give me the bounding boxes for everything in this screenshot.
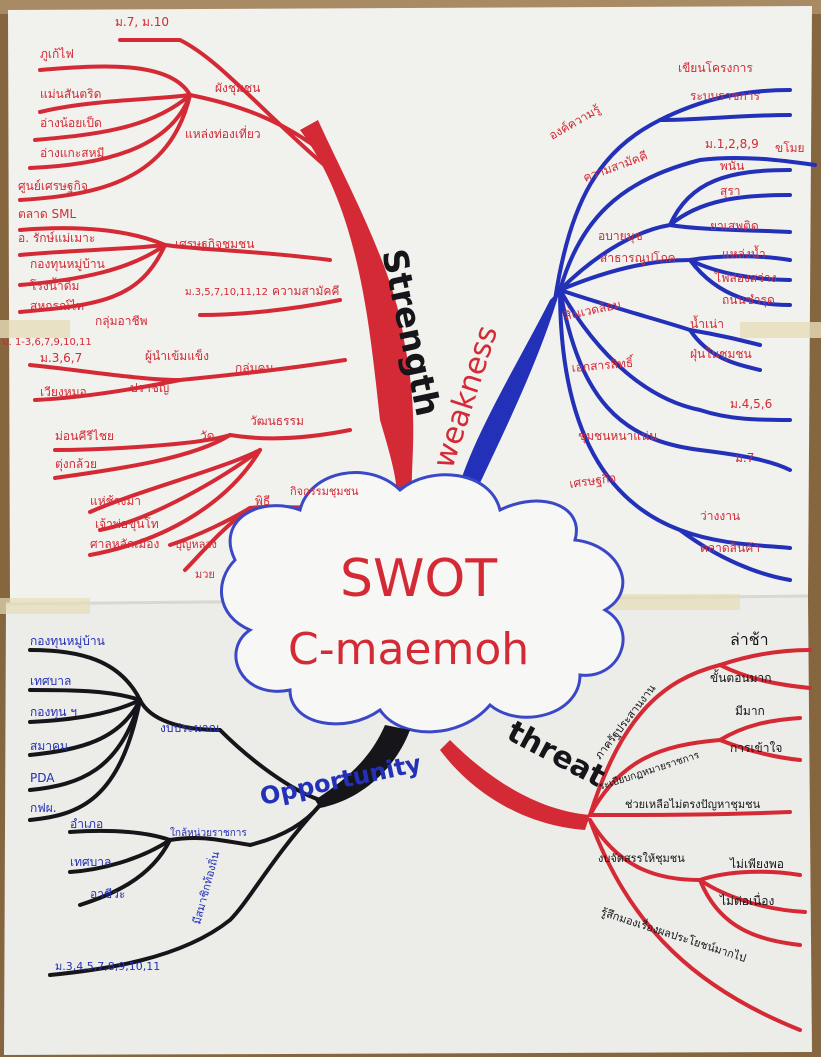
weakness-label: ตลาดสินค้า — [700, 541, 760, 555]
opportunity-label: กฟผ. — [30, 801, 57, 815]
weakness-label: พนัน — [720, 159, 744, 173]
opportunity-label: เทศบาล — [70, 855, 111, 869]
swot-title: SWOT — [340, 549, 497, 609]
weakness-label: ม.7 — [735, 451, 754, 465]
opportunity-label: เทศบาล — [30, 674, 71, 688]
strength-label: ม.3,5,7,10,11,12 — [185, 287, 268, 298]
threat-label: มีมาก — [735, 704, 765, 718]
tape-bottom-right — [600, 594, 740, 610]
strength-label: โรงน้ำดื่ม — [30, 277, 79, 293]
strength-label: อ่างน้อยเป็ด — [40, 115, 102, 130]
strength-label: เศรษฐกิจชุมชน — [175, 237, 254, 252]
strength-label: ตลาด SML — [18, 207, 76, 221]
threat-label: ช่วยเหลือไม่ตรงปัญหาชุมชน — [625, 798, 761, 811]
strength-label: วัฒนธรรม — [250, 414, 304, 428]
weakness-label: ถนนชำรุด — [722, 293, 775, 308]
opportunity-label: PDA — [30, 771, 55, 785]
strength-label: สหกรณ์ไท — [30, 299, 84, 313]
weakness-label: สุรา — [720, 184, 741, 199]
strength-label: มวย — [195, 568, 215, 581]
strength-label: อ่างแกะสหมี — [40, 146, 104, 160]
tape-bottom-left — [0, 598, 90, 614]
strength-label: แหล่งท่องเที่ยว — [185, 125, 261, 141]
strength-label: ม.7, ม.10 — [115, 15, 169, 29]
weakness-label: แหล่งน้ำ — [722, 245, 766, 261]
strength-label: บุญหลวง — [175, 538, 217, 551]
strength-label: วัด — [200, 429, 215, 443]
strength-label: ผู้นำเข้มแข็ง — [145, 348, 209, 364]
opportunity-label: ใกล้หน่วยราชการ — [170, 827, 247, 839]
strength-label: ม.3,6,7 — [40, 351, 82, 365]
tape-right — [740, 322, 821, 338]
strength-label: ตุ่งกล้วย — [55, 457, 97, 472]
strength-label: ปราชญ์ — [130, 381, 169, 395]
threat-label: ไม่ต่อเนื่อง — [719, 892, 774, 908]
strength-label: กลุ่มคน — [235, 361, 274, 376]
tape-left — [0, 320, 70, 338]
threat-label: ล่าช้า — [730, 630, 769, 649]
weakness-label: ม.4,5,6 — [730, 397, 772, 411]
opportunity-label: ม.3,4,5,7,8,9,10,11 — [55, 960, 160, 973]
weakness-label: อบายมุข — [598, 229, 643, 244]
swot-subtitle: C-maemoh — [288, 624, 529, 675]
strength-label: เวียงหมอ — [40, 385, 87, 399]
strength-label: เจ้าพ่อขุนโท — [95, 517, 159, 532]
threat-label: การเข้าใจ — [730, 741, 782, 755]
strength-label: ศูนย์เศรษฐกิจ — [18, 179, 88, 194]
opportunity-label: อำเภอ — [70, 817, 103, 831]
opportunity-label: กองทุน ฯ — [30, 705, 77, 720]
strength-label: ภูเก้ไฟ — [40, 47, 74, 62]
strength-label: แม่นสันตริด — [40, 87, 101, 101]
weakness-label: ม.1,2,8,9 — [705, 137, 759, 151]
threat-label: งบจัดสรรให้ชุมชน — [598, 852, 685, 865]
opportunity-label: กองทุนหมู่บ้าน — [30, 634, 105, 649]
weakness-label: ยาเสพติด — [710, 219, 759, 233]
opportunity-label: งบประมาณ — [160, 721, 220, 735]
strength-label: อ. รักษ์แม่เมาะ — [18, 231, 95, 245]
strength-label: ความสามัคคี — [272, 284, 339, 298]
opportunity-label: อาชีวะ — [90, 887, 125, 901]
strength-label: กองทุนหมู่บ้าน — [30, 257, 105, 272]
strength-label: ม่อนคีรีไชย — [55, 429, 114, 443]
weakness-label: ว่างงาน — [700, 509, 740, 523]
strength-label: ม. 1-3,6,7,9,10,11 — [2, 337, 92, 348]
weakness-label: สาธารณูปโภค — [600, 251, 676, 266]
threat-label: ขั้นตอนมาก — [710, 669, 772, 685]
weakness-label: ไฟส่องสว่าง — [714, 271, 777, 285]
weakness-label: เขียนโครงการ — [678, 61, 753, 75]
weakness-label: ระบบราชการ — [690, 89, 760, 103]
opportunity-label: สมาคม — [30, 739, 68, 753]
strength-label: กิจกรรมชุมชน — [290, 485, 359, 498]
strength-label: ผังชุมชน — [215, 81, 260, 96]
strength-label: พิธี — [255, 494, 270, 508]
weakness-label: ขโมย — [775, 141, 805, 155]
threat-label: ไม่เพียงพอ — [729, 857, 784, 871]
weakness-label: ฝุ่นในชุมชน — [690, 347, 752, 362]
strength-label: แห่ช้างม้า — [90, 494, 141, 508]
strength-label: กลุ่มอาชีพ — [95, 314, 148, 329]
weakness-label: น้ำเน่า — [690, 315, 724, 331]
weakness-label: ชุมชนหนาแน่น — [578, 429, 657, 444]
strength-label: ศาลหลักเมือง — [90, 537, 159, 551]
